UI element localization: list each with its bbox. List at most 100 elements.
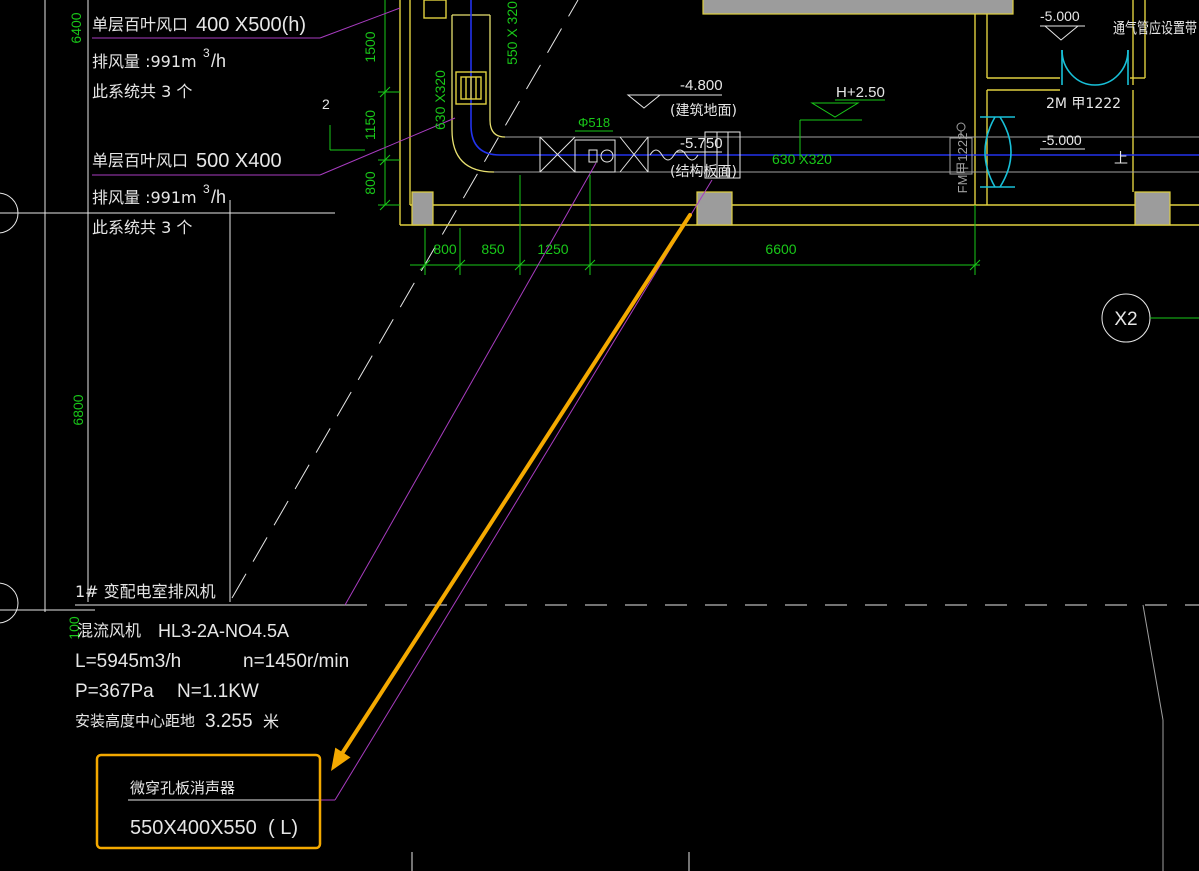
elevation-marks	[626, 25, 1085, 160]
highlight-arrow-head	[331, 747, 351, 771]
dimension-tick	[379, 86, 391, 98]
axis-label: X2	[1114, 309, 1137, 330]
dimension-tick	[969, 259, 981, 271]
grille-count: 此系统共 3 个	[92, 82, 192, 101]
grille-flow-unit: /h	[211, 187, 226, 207]
silencer-size: 550X400X550	[130, 817, 257, 839]
dimension-label-left-mid: 6800	[70, 394, 86, 425]
dimension-label-wall: 800	[362, 171, 378, 195]
silencer-name: 微穿孔板消声器	[130, 779, 235, 797]
silencer-symbol	[704, 131, 741, 179]
column-block	[696, 191, 733, 226]
vent-pipe-note: 通气管应设置带	[1113, 19, 1197, 37]
grille-note-1: 单层百叶风口 400 X500(h) 排风量 :991m 3 /h 此系统共 3…	[92, 14, 306, 101]
transition-symbol	[539, 136, 576, 173]
grille-flow-exponent: 3	[203, 46, 210, 60]
dimension-label-bottom: 6600	[765, 241, 796, 257]
fan-title: 1# 变配电室排风机	[75, 582, 216, 601]
elevation-floor: -4.800	[680, 77, 723, 94]
fan-model: HL3-2A-NO4.5A	[158, 621, 289, 641]
silencer-callout: 微穿孔板消声器 550X400X550 ( L)	[130, 779, 298, 839]
wall-block-top	[702, 0, 1014, 15]
grille-flow-exponent: 3	[203, 182, 210, 196]
fan-mount-unit: 米	[263, 712, 279, 731]
elevation-room-mid: -5.000	[1042, 132, 1082, 148]
duct-centerline	[470, 0, 1199, 156]
leader-line	[344, 162, 597, 606]
dimension-tick	[584, 259, 596, 271]
grille-type: 单层百叶风口	[92, 15, 188, 34]
dimension-tick	[379, 154, 391, 166]
elevation-slab: -5.750	[680, 135, 723, 152]
highlight-arrow-shaft	[341, 213, 692, 754]
dimension-label-left-top: 6400	[68, 12, 84, 43]
grille-size: 400 X500(h)	[196, 14, 306, 36]
dimension-label-bottom: 800	[433, 241, 457, 257]
leader-line	[334, 179, 713, 801]
door-swing	[1061, 49, 1129, 86]
duct-size-main: 630 X320	[772, 151, 832, 167]
dimension-tick	[379, 199, 391, 211]
transition-symbol	[619, 136, 649, 173]
dimension-label-wall: 1150	[362, 110, 378, 140]
duct-elbow-outer	[451, 129, 495, 173]
dashed-diagonal-line	[231, 0, 579, 599]
fan-airflow: L=5945m3/h	[75, 651, 181, 672]
axis-bubble-left	[0, 192, 19, 234]
elevation-triangle	[626, 94, 662, 109]
fan-diameter: Φ518	[578, 115, 610, 130]
dimension-tick	[454, 259, 466, 271]
elevation-slab-note: (结构板面)	[670, 164, 737, 180]
leader-lines	[92, 7, 713, 801]
leader-line	[319, 117, 456, 176]
duct-size-riser-top: 550 X 320	[504, 1, 520, 65]
fan-motor-icon	[588, 149, 598, 163]
leader-tag: 2	[322, 96, 330, 112]
fan-pressure: P=367Pa	[75, 681, 154, 702]
axis-bubble-left	[0, 582, 19, 624]
damper-tag: FM甲1222	[955, 133, 970, 194]
duct-height-mark: H+2.50	[836, 84, 885, 101]
grille-flow-unit: /h	[211, 51, 226, 71]
fan-model-label: 混流风机	[77, 621, 141, 640]
duct-size-riser: 630 X320	[432, 70, 448, 130]
flexible-connector	[649, 149, 699, 161]
height-mark-triangle	[810, 102, 860, 118]
grille-count: 此系统共 3 个	[92, 218, 192, 237]
grille-note-2: 单层百叶风口 500 X400 排风量 :991m 3 /h 此系统共 3 个	[92, 150, 282, 237]
silencer-suffix: ( L)	[268, 817, 298, 839]
dimension-label-bottom: 850	[481, 241, 505, 257]
door-tag: 2M 甲1222	[1046, 96, 1121, 112]
elevation-floor-note: (建筑地面)	[670, 103, 737, 119]
dimension-label-bottom: 1250	[537, 241, 568, 257]
dimension-label-left-bottom: 100	[66, 616, 82, 640]
grille-flow: 排风量 :991m	[92, 188, 197, 207]
dimension-tick	[514, 259, 526, 271]
column-block	[411, 191, 434, 226]
elevation-labels: -4.800 (建筑地面) -5.750 (结构板面) H+2.50 -5.00…	[670, 8, 1082, 180]
grille-type: 单层百叶风口	[92, 151, 188, 170]
wall-outline	[399, 0, 1199, 226]
highlight-callout-box	[95, 753, 322, 850]
highlight-annotation	[95, 213, 692, 850]
fire-damper	[949, 116, 1015, 188]
wall-opening-box	[423, 0, 447, 19]
damper-blade	[984, 116, 996, 188]
grille-frame	[455, 71, 487, 105]
dimension-labels: 6400 6800 100 1500 1150 800 800 850 1250…	[66, 12, 797, 639]
grille-size: 500 X400	[196, 150, 282, 172]
dimension-line-vertical	[329, 0, 400, 211]
duct-elbow-inner	[489, 119, 506, 138]
up-mark: 上	[1114, 151, 1128, 167]
fan-spec: 1# 变配电室排风机 混流风机 HL3-2A-NO4.5A L=5945m3/h…	[75, 582, 349, 732]
fan-mount-label: 安装高度中心距地	[75, 712, 195, 730]
fan-power: N=1.1KW	[177, 681, 259, 702]
door-swing-arc	[1061, 49, 1096, 86]
duct-components	[539, 130, 741, 179]
exhaust-grille	[455, 71, 487, 105]
column-block	[1134, 191, 1171, 226]
door-swing-arc	[1094, 49, 1129, 86]
grille-flow: 排风量 :991m	[92, 52, 197, 71]
